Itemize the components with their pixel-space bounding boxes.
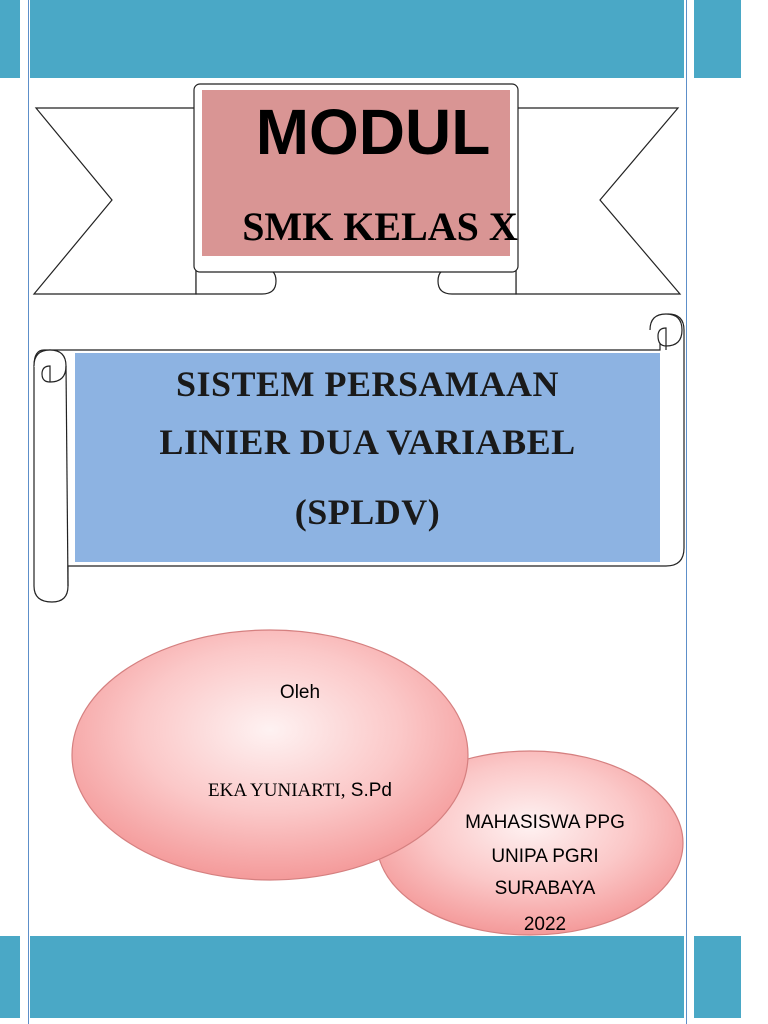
affiliation-year: 2022 [523,914,567,935]
module-heading: MODUL [255,96,491,168]
author-separator: , [340,780,346,801]
ribbon-tail-right [515,107,682,295]
ribbon-center-fill [202,90,510,256]
affiliation-line-1: MAHASISWA PPG [465,812,625,833]
author-credit: EKA YUNIARTI, S.Pd [150,780,450,802]
bottom-band-main [30,936,684,1018]
bottom-band-left [0,936,20,1018]
border-line-right [686,0,687,1024]
top-band-left [0,0,20,78]
affiliation-line-2: UNIPA PGRI [491,846,599,867]
class-heading: SMK KELAS X [242,204,518,249]
affiliation-line-3: SURABAYA [494,878,596,899]
title-line-3: (SPLDV) [294,492,441,532]
top-band-main [30,0,684,78]
by-label: Oleh [279,682,321,703]
border-line-left [28,0,29,1024]
bottom-band-right [694,936,741,1018]
scroll-left-edge [65,365,69,587]
author-ellipse [71,629,469,881]
scroll-left-curl [33,349,67,383]
title-line-1: SISTEM PERSAMAAN [175,364,560,404]
title-line-2: LINIER DUA VARIABEL [159,422,576,462]
scroll-top-curl [649,313,683,350]
ribbon-tail-left [32,107,197,295]
author-degree: S.Pd [345,780,392,801]
author-name: EKA YUNIARTI [208,780,341,801]
scroll-fill [75,353,660,562]
top-band-right [694,0,741,78]
